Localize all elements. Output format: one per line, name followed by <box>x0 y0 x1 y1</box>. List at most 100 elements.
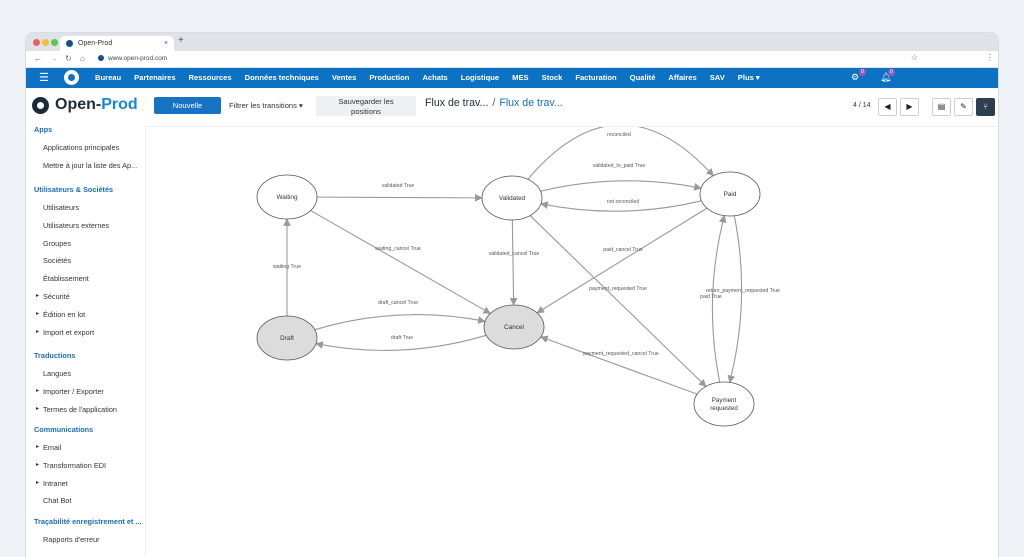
menu-item-14[interactable]: Plus ▾ <box>737 73 760 82</box>
sidebar-item[interactable]: Groupes <box>43 239 71 248</box>
sidebar-item[interactable]: ▸Termes de l'application <box>36 405 117 414</box>
minimize-window-dot[interactable] <box>42 39 49 46</box>
filter-transitions-dropdown[interactable]: Filtrer les transitions ▾ <box>229 101 303 110</box>
url-text: www.open-prod.com <box>108 55 168 62</box>
transition-edge[interactable] <box>314 314 486 331</box>
sidebar-item[interactable]: ▸Édition en lot <box>36 310 85 319</box>
sidebar-item[interactable]: Applications principales <box>43 143 119 152</box>
state-node-waiting[interactable] <box>256 174 318 220</box>
sidebar-item[interactable]: ▸Email <box>36 443 62 452</box>
reload-icon[interactable]: ↻ <box>65 54 72 63</box>
menu-item-0[interactable]: Bureau <box>95 73 122 82</box>
sidebar-item[interactable]: Langues <box>43 369 71 378</box>
expand-caret-icon[interactable]: ▸ <box>36 328 40 335</box>
next-record-icon[interactable]: ▶ <box>900 98 919 116</box>
transition-edge[interactable] <box>727 215 743 384</box>
transition-edge[interactable] <box>711 214 727 383</box>
sidebar-item-label: Import et export <box>43 327 95 337</box>
list-view-icon[interactable]: ▤ <box>932 98 951 116</box>
state-label: Draft <box>280 335 294 342</box>
menu-item-1[interactable]: Partenaires <box>134 73 176 82</box>
previous-record-icon[interactable]: ◀ <box>878 98 897 116</box>
transition-label: validated_cancel True <box>489 251 540 257</box>
breadcrumb-item-2[interactable]: Flux de trav... <box>499 97 563 109</box>
back-icon[interactable]: ← <box>34 54 42 63</box>
sidebar-item[interactable]: Mettre à jour la liste des Ap... <box>43 161 137 170</box>
menu-item-11[interactable]: Qualité <box>629 73 656 82</box>
state-node-paid[interactable] <box>699 171 761 217</box>
menu-item-3[interactable]: Données techniques <box>244 73 319 82</box>
expand-caret-icon[interactable]: ▸ <box>36 293 40 299</box>
sidebar-section-title[interactable]: Utilisateurs & Sociétés <box>34 185 114 194</box>
menu-item-13[interactable]: SAV <box>709 73 725 82</box>
forward-icon[interactable]: → <box>50 54 58 63</box>
menu-item-6[interactable]: Achats <box>422 73 448 82</box>
state-node-draft[interactable] <box>256 315 318 361</box>
state-node-validated[interactable] <box>481 175 543 221</box>
transition-edge[interactable] <box>310 210 492 314</box>
star-icon[interactable]: ☆ <box>910 53 918 62</box>
expand-caret-icon[interactable]: ▸ <box>36 461 40 468</box>
menu-item-12[interactable]: Affaires <box>668 73 697 82</box>
transition-edge[interactable] <box>540 180 702 192</box>
url-field[interactable]: www.open-prod.com <box>98 51 167 67</box>
settings-gear-icon[interactable]: ⚙ <box>851 72 860 82</box>
expand-caret-icon[interactable]: ▸ <box>36 479 40 486</box>
sidebar-item[interactable]: Utilisateurs externes <box>43 221 109 230</box>
menu-item-7[interactable]: Logistique <box>460 73 500 82</box>
sidebar-item-label: Groupes <box>43 238 71 248</box>
sidebar-item-label: Email <box>43 443 62 452</box>
expand-caret-icon[interactable]: ▸ <box>36 406 40 413</box>
hamburger-icon[interactable]: ☰ <box>39 72 49 84</box>
tab-close-icon[interactable]: × <box>163 40 168 47</box>
expand-caret-icon[interactable]: ▸ <box>36 310 40 317</box>
state-node-cancel[interactable] <box>483 304 545 350</box>
expand-caret-icon[interactable]: ▸ <box>36 444 40 450</box>
sidebar-item[interactable]: Rapports d'erreur <box>43 535 100 544</box>
transition-edge[interactable] <box>529 215 707 387</box>
app-logo-icon[interactable] <box>64 70 79 85</box>
transition-label: reconciled <box>607 132 631 138</box>
save-positions-button[interactable]: Sauvegarder les positions <box>316 96 416 116</box>
sidebar-item[interactable]: ▸Transformation EDI <box>36 461 106 470</box>
transition-edge[interactable] <box>509 219 518 306</box>
transition-edge[interactable] <box>315 334 487 351</box>
breadcrumb-item-1[interactable]: Flux de trav... <box>425 97 489 109</box>
diagram-view-icon[interactable]: ⑂ <box>976 98 995 116</box>
menu-item-2[interactable]: Ressources <box>188 73 232 82</box>
sidebar-item[interactable]: Utilisateurs <box>43 203 79 212</box>
maximize-window-dot[interactable] <box>51 39 58 46</box>
brand-logo[interactable]: Open-Prod <box>32 96 138 114</box>
sidebar-item[interactable]: Chat Bot <box>43 496 71 505</box>
sidebar-section-title[interactable]: Apps <box>34 125 53 134</box>
transition-edge[interactable] <box>540 335 698 395</box>
transition-edge[interactable] <box>536 207 708 314</box>
new-button[interactable]: Nouvelle <box>154 97 221 114</box>
transition-label: payment_requested_cancel True <box>583 351 659 357</box>
menu-item-10[interactable]: Facturation <box>575 73 617 82</box>
menu-item-4[interactable]: Ventes <box>331 73 357 82</box>
state-node-payment_requested[interactable] <box>693 381 755 427</box>
new-tab-button[interactable]: + <box>178 35 184 46</box>
menu-item-8[interactable]: MES <box>512 73 529 82</box>
sidebar-section-title[interactable]: Communications <box>34 425 94 434</box>
transition-edge[interactable] <box>540 200 702 212</box>
sidebar-section-title[interactable]: Traductions <box>34 351 76 360</box>
close-window-dot[interactable] <box>33 39 40 46</box>
sidebar-item[interactable]: ▸Importer / Exporter <box>36 387 104 396</box>
sidebar-item[interactable]: Établissement <box>43 274 89 283</box>
sidebar-section-title[interactable]: Traçabilité enregistrement et ... <box>34 517 142 526</box>
kebab-icon[interactable]: ⋮ <box>986 53 994 62</box>
menu-item-5[interactable]: Production <box>369 73 410 82</box>
form-view-icon[interactable]: ✎ <box>954 98 973 116</box>
menu-item-9[interactable]: Stock <box>541 73 563 82</box>
sidebar-item[interactable]: ▸Import et export <box>36 327 95 337</box>
sidebar-item[interactable]: ▸Intranet <box>36 479 68 488</box>
home-icon[interactable]: ⌂ <box>80 54 85 63</box>
sidebar-item[interactable]: Sociétés <box>43 256 71 265</box>
expand-caret-icon[interactable]: ▸ <box>36 388 40 395</box>
transition-edge[interactable] <box>316 193 483 202</box>
browser-tab[interactable]: Open-Prod × <box>60 36 174 51</box>
sidebar-item[interactable]: ▸Sécurité <box>36 292 70 301</box>
bell-icon[interactable]: 🔔︎ <box>880 72 892 82</box>
